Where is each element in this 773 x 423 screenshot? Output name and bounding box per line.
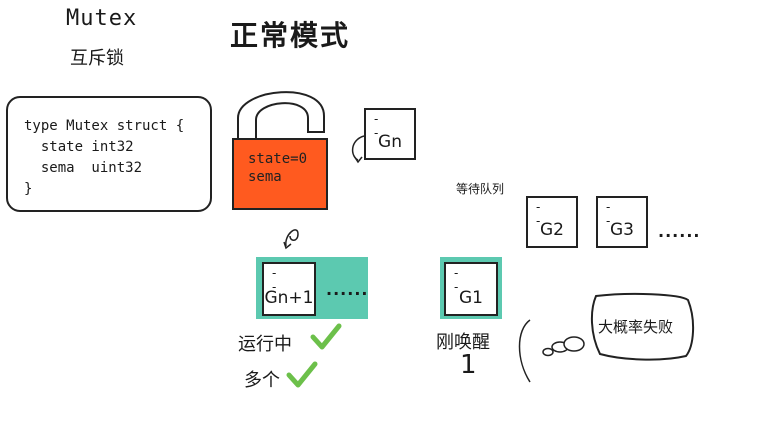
goroutine-gn-label: Gn: [378, 132, 402, 152]
lock-shackle-icon: [237, 91, 325, 143]
swap-arrow-icon: [283, 229, 299, 250]
card-eyes: - -: [454, 266, 473, 294]
card-eyes: - -: [374, 112, 393, 140]
goroutine-gn-card: - - Gn: [364, 108, 416, 160]
curl-arrow-icon: [351, 135, 365, 164]
goroutine-g2-label: G2: [540, 220, 564, 240]
struct-code: type Mutex struct { state int32 sema uin…: [24, 118, 185, 197]
check-icon: [286, 361, 318, 388]
goroutine-g1-card: - - G1: [444, 262, 498, 316]
goroutine-g3-card: - - G3: [596, 196, 648, 248]
likely-fail-label: 大概率失败: [598, 318, 674, 336]
card-eyes: - -: [272, 266, 291, 294]
goroutine-gn-plus-1-card: - - Gn+1: [262, 262, 316, 316]
goroutine-g3-label: G3: [610, 220, 634, 240]
wait-queue-label: 等待队列: [456, 182, 505, 196]
lock-state-text: state=0 sema: [248, 151, 308, 185]
just-woken-label: 刚唤醒: [436, 332, 490, 353]
card-eyes: - -: [536, 200, 555, 228]
struct-definition-box: [6, 96, 212, 212]
mutex-subtitle: 互斥锁: [70, 48, 124, 69]
lock-body: [232, 138, 328, 210]
running-ellipsis: ......: [326, 280, 369, 299]
goroutine-gn-plus-1-label: Gn+1: [264, 288, 314, 308]
goroutine-g2-card: - - G2: [526, 196, 578, 248]
goroutine-g1-label: G1: [459, 288, 483, 308]
woken-count: 1: [460, 350, 477, 380]
mutex-title: Mutex: [66, 6, 138, 31]
check-icon: [310, 323, 342, 350]
many-label: 多个: [244, 370, 280, 391]
running-label: 运行中: [238, 334, 292, 355]
mode-title: 正常模式: [230, 19, 351, 52]
queue-ellipsis: ......: [658, 222, 701, 241]
thought-bubble: [518, 292, 694, 383]
card-eyes: - -: [606, 200, 625, 228]
